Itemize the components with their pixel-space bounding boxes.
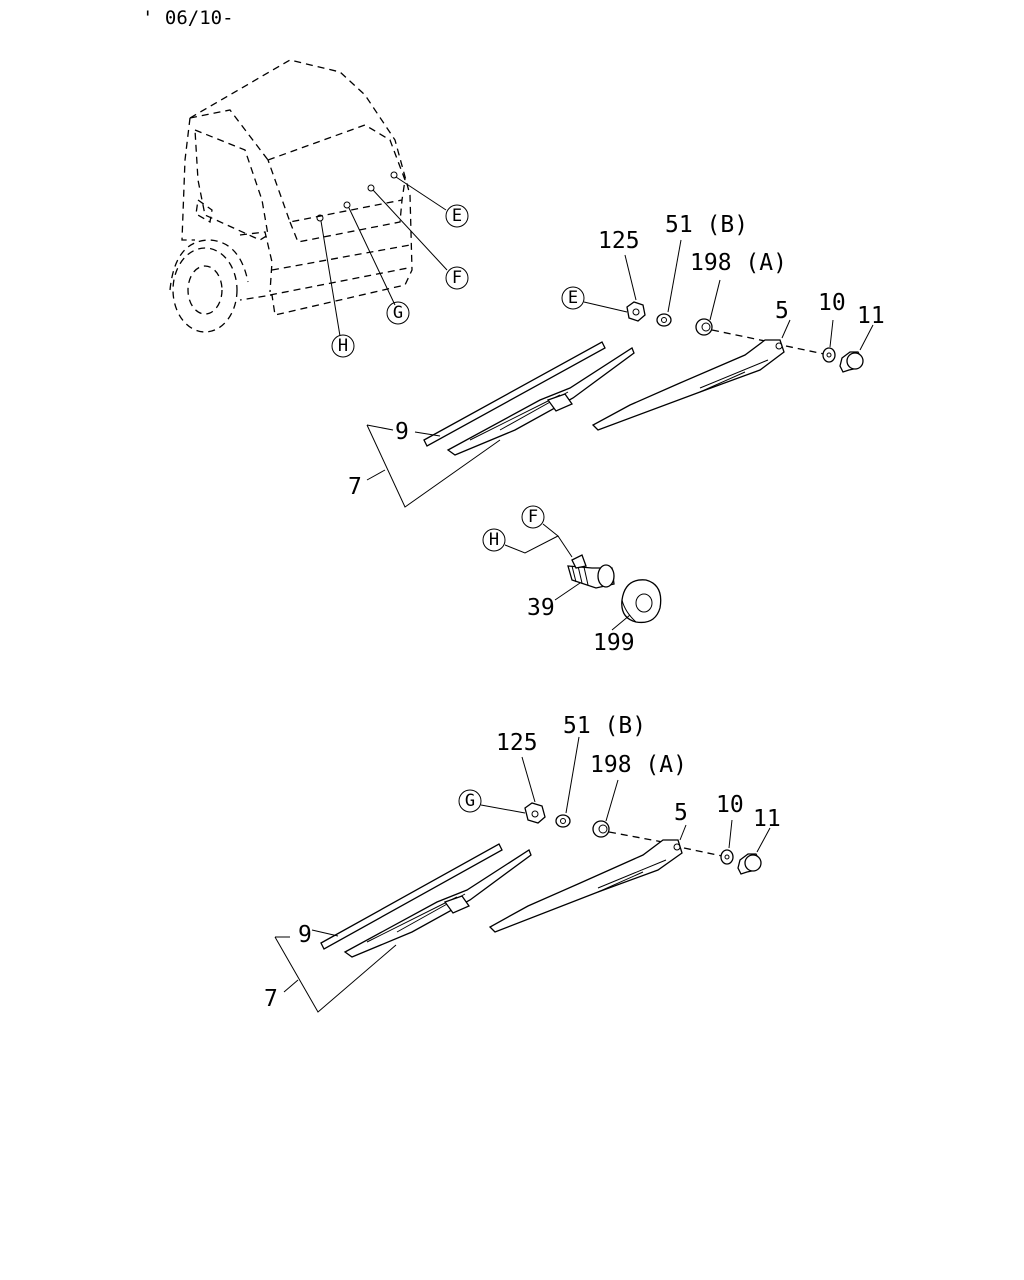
part-10-nut	[822, 347, 836, 363]
callout-g-lower: G	[458, 789, 526, 814]
part-125-nut	[626, 301, 646, 322]
label-39: 39	[527, 595, 555, 621]
label-125: 125	[496, 730, 538, 756]
label-5: 5	[775, 298, 789, 324]
part-9-blade-rubber	[423, 341, 606, 447]
label-198a: 198 (A)	[690, 250, 787, 276]
part-7-wiper-blade	[343, 849, 532, 958]
label-11: 11	[857, 303, 885, 329]
callout-e-upper: E	[561, 286, 628, 313]
part-199-grommet	[621, 579, 662, 624]
callout-e-truck: E	[445, 204, 469, 228]
label-11: 11	[753, 806, 781, 832]
callout-h-motor: H	[482, 528, 506, 552]
svg-text:H: H	[489, 530, 499, 550]
part-11-cap	[839, 351, 864, 373]
assembly-upper: E	[348, 212, 885, 508]
callout-f-motor: F	[521, 505, 545, 529]
label-9: 9	[395, 419, 409, 445]
callout-f-truck: F	[445, 266, 469, 290]
label-10: 10	[818, 290, 846, 316]
date-code: ' 06/10-	[142, 7, 234, 29]
part-198-grommet	[592, 820, 610, 838]
label-198a: 198 (A)	[590, 752, 687, 778]
label-10: 10	[716, 792, 744, 818]
part-125-nut	[524, 802, 546, 824]
label-5: 5	[674, 800, 688, 826]
callout-g-truck: G	[386, 301, 410, 325]
svg-text:E: E	[568, 288, 578, 308]
svg-text:G: G	[393, 303, 403, 323]
label-125: 125	[598, 228, 640, 254]
svg-text:E: E	[452, 206, 462, 226]
part-51-washer	[656, 313, 672, 327]
callout-h-truck: H	[331, 334, 355, 358]
part-10-nut	[720, 849, 734, 865]
part-7-wiper-blade	[446, 347, 635, 456]
label-51b: 51 (B)	[665, 212, 748, 238]
svg-text:F: F	[528, 507, 538, 527]
label-9: 9	[298, 922, 312, 948]
vehicle-rear-view	[169, 59, 448, 337]
part-5-wiper-arm	[591, 339, 785, 431]
label-7: 7	[264, 986, 278, 1012]
part-51-washer	[555, 814, 571, 828]
svg-text:G: G	[465, 791, 475, 811]
part-5-wiper-arm	[488, 839, 683, 933]
part-198-grommet	[695, 318, 713, 336]
part-9-blade-rubber	[320, 843, 503, 950]
svg-text:F: F	[452, 268, 462, 288]
label-199: 199	[593, 630, 635, 656]
svg-text:H: H	[338, 336, 348, 356]
motor-assembly: F H 39 199	[482, 505, 662, 656]
part-11-cap	[737, 853, 762, 875]
part-39-pivot-shaft	[567, 554, 615, 589]
assembly-lower: G	[264, 713, 781, 1013]
label-7: 7	[348, 474, 362, 500]
label-51b: 51 (B)	[563, 713, 646, 739]
